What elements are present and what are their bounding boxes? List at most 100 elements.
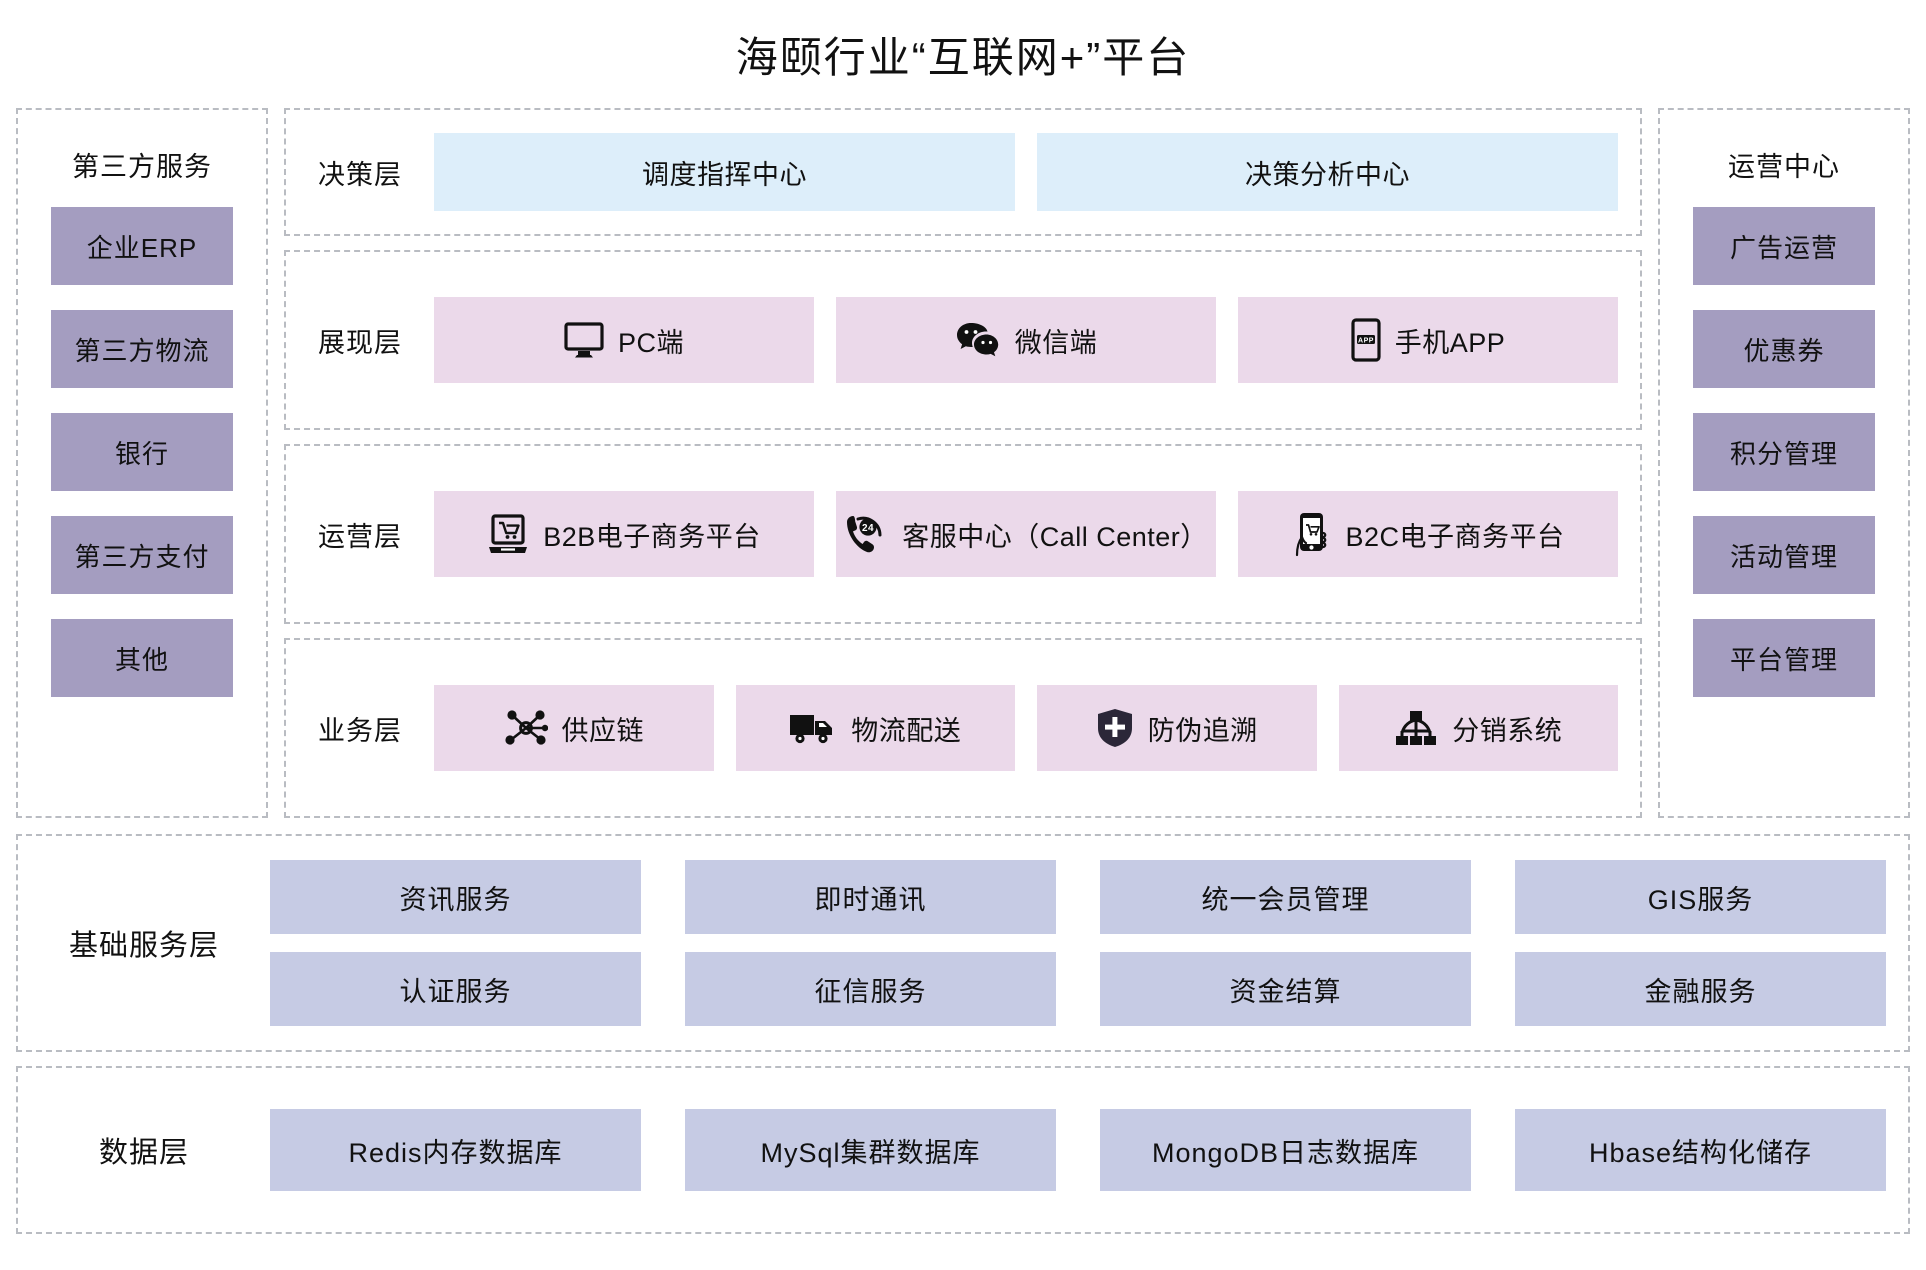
tile-anti-counterfeit-trace[interactable]: 防伪追溯 xyxy=(1037,685,1317,771)
center-layers: 决策层 调度指挥中心 决策分析中心 展现层 xyxy=(284,108,1642,818)
operation-layer-label: 运营层 xyxy=(318,521,402,552)
third-party-item-bank[interactable]: 银行 xyxy=(51,413,233,491)
third-party-services-panel: 第三方服务 企业ERP 第三方物流 银行 第三方支付 其他 xyxy=(16,108,268,818)
tile-decision-analysis-center[interactable]: 决策分析中心 xyxy=(1037,133,1618,211)
laptop-cart-icon xyxy=(487,513,529,555)
chip-label: 企业ERP xyxy=(86,232,198,263)
mobile-cart-icon xyxy=(1291,511,1331,557)
chip-label: 平台管理 xyxy=(1729,644,1838,675)
operation-item-campaign[interactable]: 活动管理 xyxy=(1693,516,1875,594)
tile-label: 客服中心（Call Center） xyxy=(902,521,1208,552)
hierarchy-icon xyxy=(1394,709,1438,747)
operation-item-advertising[interactable]: 广告运营 xyxy=(1693,207,1875,285)
cell-label: Redis内存数据库 xyxy=(348,1137,563,1168)
tile-label: 微信端 xyxy=(1014,327,1098,358)
third-party-item-payment[interactable]: 第三方支付 xyxy=(51,516,233,594)
cell-label: 资金结算 xyxy=(1229,976,1342,1007)
tile-dispatch-command-center[interactable]: 调度指挥中心 xyxy=(434,133,1015,211)
business-layer-items: 供应链 xyxy=(434,685,1618,771)
monitor-icon xyxy=(564,322,604,358)
operation-center-title: 运营中心 xyxy=(1728,152,1840,182)
phone-24-icon: 24 xyxy=(844,513,888,555)
tile-label: 防伪追溯 xyxy=(1147,715,1258,746)
data-cell-mysql[interactable]: MySql集群数据库 xyxy=(685,1109,1056,1191)
tile-label: PC端 xyxy=(617,327,684,358)
chip-label: 第三方支付 xyxy=(74,541,210,572)
tile-label: 调度指挥中心 xyxy=(642,159,807,190)
svg-text:APP: APP xyxy=(1358,337,1374,344)
base-cell-gis-service[interactable]: GIS服务 xyxy=(1515,860,1886,934)
data-cell-mongodb[interactable]: MongoDB日志数据库 xyxy=(1100,1109,1471,1191)
tile-label: 决策分析中心 xyxy=(1245,159,1410,190)
base-service-grid: 资讯服务 即时通讯 统一会员管理 GIS服务 认证服务 征信服务 资金结算 金融… xyxy=(270,860,1886,1026)
wechat-icon xyxy=(955,321,1001,359)
cell-label: 征信服务 xyxy=(814,976,927,1007)
presentation-layer-items: PC端 微信端 xyxy=(434,297,1618,383)
tile-b2b-ecommerce-platform[interactable]: B2B电子商务平台 xyxy=(434,491,814,577)
upper-region: 第三方服务 企业ERP 第三方物流 银行 第三方支付 其他 决策层 xyxy=(16,108,1910,818)
third-party-item-other[interactable]: 其他 xyxy=(51,619,233,697)
cell-label: MySql集群数据库 xyxy=(760,1137,981,1168)
cell-label: 即时通讯 xyxy=(814,884,927,915)
chip-label: 第三方物流 xyxy=(74,335,210,366)
chip-label: 银行 xyxy=(114,438,169,469)
third-party-item-logistics[interactable]: 第三方物流 xyxy=(51,310,233,388)
tile-label: 手机APP xyxy=(1394,327,1506,358)
base-service-layer-row: 基础服务层 资讯服务 即时通讯 统一会员管理 GIS服务 认证服务 征信服务 资… xyxy=(16,834,1910,1052)
business-layer-label: 业务层 xyxy=(318,715,402,746)
base-cell-financial-service[interactable]: 金融服务 xyxy=(1515,952,1886,1026)
third-party-item-erp[interactable]: 企业ERP xyxy=(51,207,233,285)
truck-icon xyxy=(789,711,837,745)
cell-label: 认证服务 xyxy=(399,976,512,1007)
business-layer-row: 业务层 xyxy=(284,638,1642,818)
tile-logistics-delivery[interactable]: 物流配送 xyxy=(735,685,1015,771)
tile-call-center[interactable]: 24 客服中心（Call Center） xyxy=(836,491,1216,577)
tile-pc-client[interactable]: PC端 xyxy=(434,297,814,383)
operation-layer-items: B2B电子商务平台 24 客服中心（Call Center） xyxy=(434,491,1618,577)
svg-text:24: 24 xyxy=(862,523,874,534)
operation-item-points[interactable]: 积分管理 xyxy=(1693,413,1875,491)
tile-wechat-client[interactable]: 微信端 xyxy=(836,297,1216,383)
tile-label: 物流配送 xyxy=(851,715,962,746)
base-cell-authentication-service[interactable]: 认证服务 xyxy=(270,952,641,1026)
third-party-services-title: 第三方服务 xyxy=(72,152,212,182)
decision-layer-label: 决策层 xyxy=(318,159,402,190)
base-cell-news-service[interactable]: 资讯服务 xyxy=(270,860,641,934)
tile-mobile-app[interactable]: APP 手机APP xyxy=(1238,297,1618,383)
decision-layer-items: 调度指挥中心 决策分析中心 xyxy=(434,133,1618,211)
chip-label: 积分管理 xyxy=(1729,438,1838,469)
base-service-layer-label: 基础服务层 xyxy=(68,930,219,962)
operation-item-platform[interactable]: 平台管理 xyxy=(1693,619,1875,697)
cell-label: MongoDB日志数据库 xyxy=(1151,1137,1420,1168)
mobile-app-icon: APP xyxy=(1351,318,1381,362)
cell-label: GIS服务 xyxy=(1647,884,1754,915)
tile-distribution-system[interactable]: 分销系统 xyxy=(1338,685,1618,771)
cell-label: 统一会员管理 xyxy=(1201,884,1370,915)
tile-b2c-ecommerce-platform[interactable]: B2C电子商务平台 xyxy=(1238,491,1618,577)
base-cell-fund-settlement[interactable]: 资金结算 xyxy=(1100,952,1471,1026)
cell-label: Hbase结构化储存 xyxy=(1588,1137,1813,1168)
cell-label: 金融服务 xyxy=(1644,976,1757,1007)
base-cell-unified-member-management[interactable]: 统一会员管理 xyxy=(1100,860,1471,934)
chip-label: 其他 xyxy=(114,644,169,675)
data-cell-redis[interactable]: Redis内存数据库 xyxy=(270,1109,641,1191)
data-layer-label: 数据层 xyxy=(98,1137,189,1169)
base-cell-credit-service[interactable]: 征信服务 xyxy=(685,952,1056,1026)
presentation-layer-row: 展现层 PC端 xyxy=(284,250,1642,430)
shield-plus-icon xyxy=(1096,707,1134,749)
base-cell-instant-messaging[interactable]: 即时通讯 xyxy=(685,860,1056,934)
chip-label: 广告运营 xyxy=(1729,232,1838,263)
tile-label: B2B电子商务平台 xyxy=(543,521,761,552)
data-cell-hbase[interactable]: Hbase结构化储存 xyxy=(1515,1109,1886,1191)
cell-label: 资讯服务 xyxy=(399,884,512,915)
architecture-board: 第三方服务 企业ERP 第三方物流 银行 第三方支付 其他 决策层 xyxy=(16,108,1910,1256)
operation-item-coupon[interactable]: 优惠券 xyxy=(1693,310,1875,388)
decision-layer-row: 决策层 调度指挥中心 决策分析中心 xyxy=(284,108,1642,236)
chip-label: 活动管理 xyxy=(1729,541,1838,572)
network-nodes-icon xyxy=(504,708,548,748)
operation-center-panel: 运营中心 广告运营 优惠券 积分管理 活动管理 平台管理 xyxy=(1658,108,1910,818)
tile-label: B2C电子商务平台 xyxy=(1345,521,1565,552)
data-layer-grid: Redis内存数据库 MySql集群数据库 MongoDB日志数据库 Hbase… xyxy=(270,1109,1886,1191)
tile-supply-chain[interactable]: 供应链 xyxy=(434,685,714,771)
data-layer-row: 数据层 Redis内存数据库 MySql集群数据库 MongoDB日志数据库 H… xyxy=(16,1066,1910,1234)
